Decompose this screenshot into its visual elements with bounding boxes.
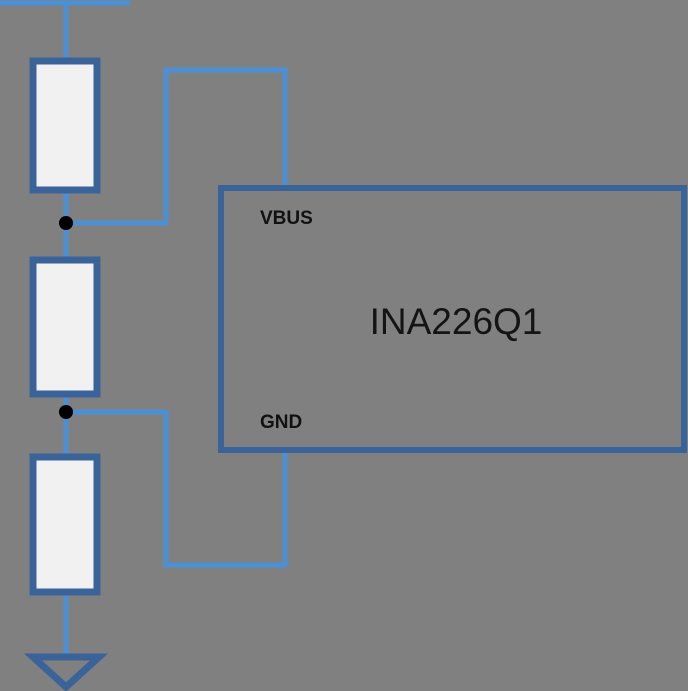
resistor-top[interactable] — [29, 57, 101, 194]
chip-body-ina226q1[interactable] — [218, 185, 687, 453]
wire-group — [0, 0, 288, 659]
chip-title: INA226Q1 — [370, 301, 543, 342]
resistor-bottom[interactable] — [29, 453, 101, 596]
junction-dot-gnd — [59, 405, 73, 419]
pin-label-gnd: GND — [260, 412, 302, 433]
wire-vbus-route — [66, 67, 288, 226]
pin-label-vbus: VBUS — [260, 208, 313, 229]
resistor-group — [29, 57, 101, 596]
wire-gnd-route — [66, 409, 288, 568]
ground-symbol-icon — [23, 653, 109, 691]
junction-dot-vbus — [59, 216, 73, 230]
resistor-middle[interactable] — [29, 256, 101, 398]
